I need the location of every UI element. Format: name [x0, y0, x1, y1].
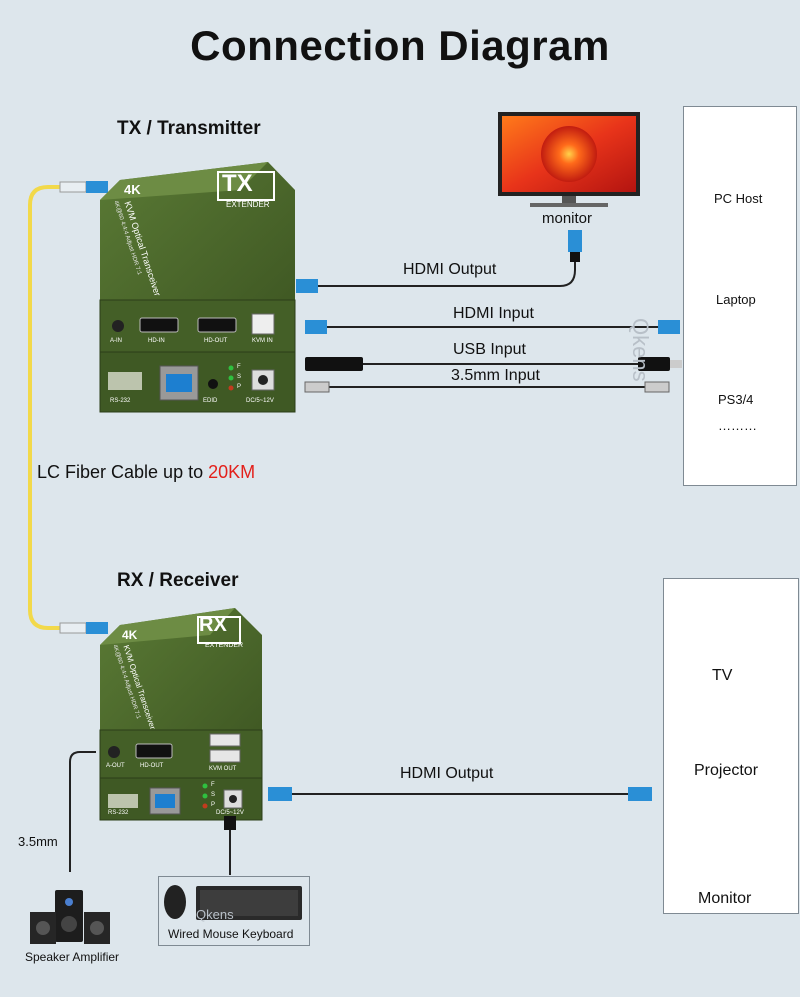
tx-port-dc: DC/5~12V [246, 398, 274, 404]
tx-cables [315, 245, 660, 388]
rx-cables [69, 751, 630, 875]
rx-device [99, 608, 263, 821]
tx-port-rs232: RS-232 [110, 398, 131, 404]
monitor-top [498, 112, 640, 207]
rx-led-f: F [211, 782, 215, 788]
more-devices-label: ……… [718, 418, 757, 433]
tx-port-edid: EDID [203, 398, 218, 404]
rx-badge: RX [199, 614, 227, 636]
rx-led-s: S [211, 792, 216, 798]
display-devices-panel [663, 578, 799, 914]
rx-port-a-out: A-OUT [106, 763, 125, 769]
audio-input-label: 3.5mm Input [451, 367, 540, 384]
laptop-label: Laptop [716, 292, 756, 307]
tx-badge-sub: EXTENDER [226, 200, 270, 209]
tx-port-a-in: A-IN [110, 338, 122, 344]
rx-hdmi-output-label: HDMI Output [400, 765, 494, 782]
tv-label: TV [712, 667, 733, 684]
ps-label: PS3/4 [718, 392, 754, 407]
rx-4k-badge: 4K [122, 628, 138, 642]
tx-led-f: F [237, 364, 241, 370]
rx-badge-sub: EXTENDER [205, 642, 244, 649]
hdmi-input-label: HDMI Input [453, 305, 534, 322]
watermark-1: Qkens [628, 318, 653, 382]
fiber-label: LC Fiber Cable up to 20KM [37, 462, 255, 483]
keyboard-mouse [164, 885, 302, 920]
fiber-distance: 20KM [208, 462, 256, 482]
keyboard-mouse-label: Wired Mouse Keyboard [168, 927, 294, 941]
rx-connectors [224, 787, 652, 830]
monitor-top-label: monitor [542, 210, 593, 227]
fiber-cable [28, 181, 108, 634]
rx-led-p: P [211, 802, 216, 808]
keyboard-mouse-panel [158, 876, 310, 946]
tx-port-hd-in: HD-IN [148, 338, 165, 344]
tx-led-s: S [237, 374, 242, 380]
rx-port-dc: DC/5~12V [216, 810, 244, 816]
tx-port-hd-out: HD-OUT [204, 338, 228, 344]
tx-4k-badge: 4K [124, 182, 141, 197]
pc-host-label: PC Host [714, 191, 763, 206]
tx-connectors [296, 230, 682, 393]
speaker-amplifier [30, 890, 110, 944]
source-devices-panel [683, 106, 797, 486]
tx-device [99, 162, 296, 413]
monitor-bottom-label: Monitor [698, 890, 752, 907]
rx-port-hd-out: HD-OUT [140, 763, 164, 769]
projector-label: Projector [694, 762, 759, 779]
tx-led-p: P [237, 384, 242, 390]
rx-port-kvm-out: KVM OUT [209, 766, 237, 772]
tx-badge: TX [222, 170, 253, 197]
rx-heading: RX / Receiver [117, 570, 239, 591]
audio-length-label: 3.5mm [18, 834, 58, 849]
fiber-label-prefix: LC Fiber Cable up to [37, 462, 209, 482]
tx-hdmi-output-label: HDMI Output [403, 261, 497, 278]
speaker-label: Speaker Amplifier [25, 950, 120, 964]
tx-heading: TX / Transmitter [117, 118, 261, 139]
rx-port-rs232: RS-232 [108, 810, 129, 816]
usb-input-label: USB Input [453, 341, 526, 358]
watermark-2: Qkens [196, 907, 234, 922]
tx-port-kvm-in: KVM IN [252, 338, 273, 344]
page-title: Connection Diagram [190, 22, 610, 69]
